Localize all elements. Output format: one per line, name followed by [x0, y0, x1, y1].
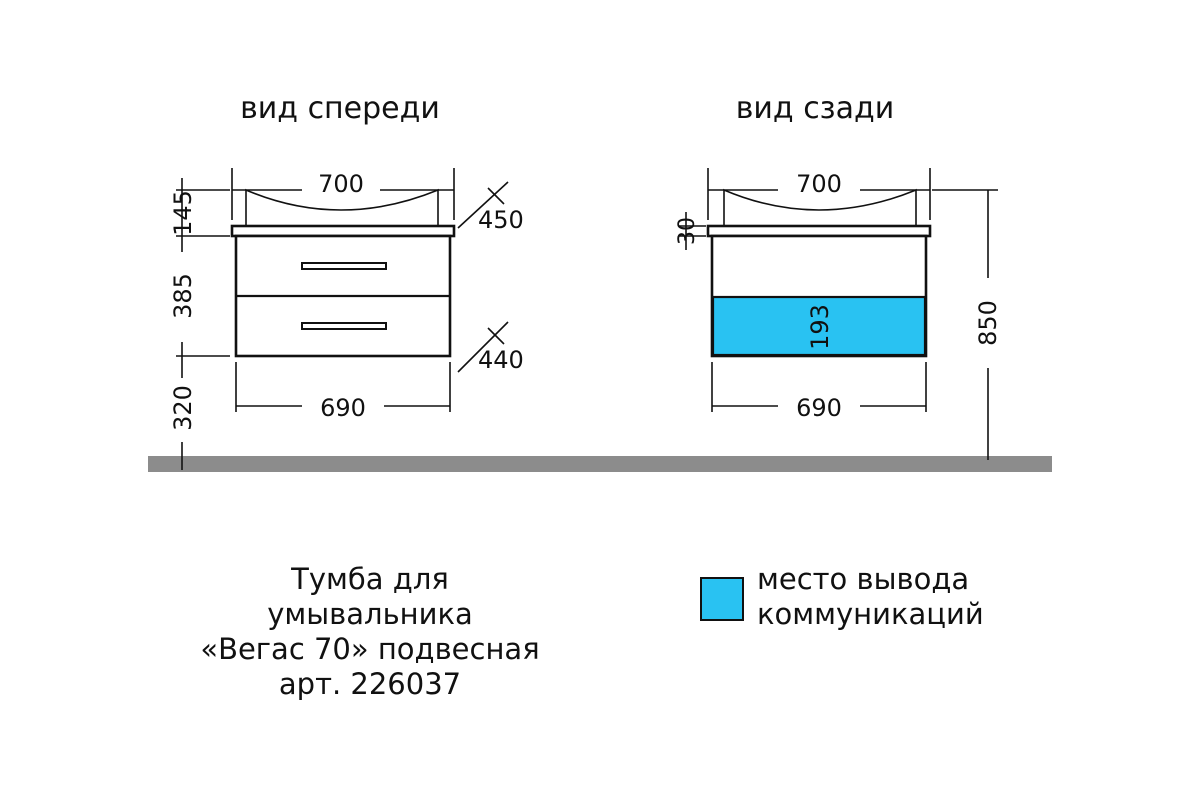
back-total-height-label: 850: [974, 300, 1002, 346]
back-countertop: [706, 224, 932, 238]
back-width-top-label: 700: [796, 170, 842, 198]
back-view-title: вид сзади: [736, 91, 895, 126]
communication-zone: [711, 295, 927, 357]
product-article: арт. 226037: [278, 667, 462, 701]
product-description: Тумба для умывальника «Вегас 70» подвесн…: [160, 562, 580, 702]
front-view-title: вид спереди: [240, 91, 440, 126]
label-mask: [170, 252, 194, 342]
legend-swatch: [700, 577, 744, 621]
label-mask: [170, 378, 194, 442]
legend-line: коммуникаций: [757, 597, 984, 631]
front-view: 700 690 450 440 145 385 320: [169, 168, 524, 470]
depth-tick: [487, 327, 505, 345]
product-line: «Вегас 70» подвесная: [200, 632, 540, 666]
back-width-bottom-label: 690: [796, 394, 842, 422]
product-line: Тумба для: [291, 562, 449, 596]
drawer-handle-upper: [301, 262, 387, 270]
front-depth-top-label: 450: [478, 206, 524, 234]
front-body-height-label: 385: [169, 273, 197, 319]
depth-leader: [457, 181, 509, 229]
legend-line: место вывода: [757, 562, 970, 596]
back-top-thickness-label: 30: [675, 217, 700, 245]
front-floor-height-label: 320: [169, 385, 197, 431]
drawer-handle-lower: [301, 322, 387, 330]
front-sink-height-label: 145: [169, 190, 197, 236]
back-zone-height-label: 193: [806, 304, 834, 350]
front-width-bottom-label: 690: [320, 394, 366, 422]
depth-leader: [457, 321, 509, 373]
legend-text: место вывода коммуникаций: [757, 562, 984, 632]
depth-tick: [487, 187, 505, 205]
floor-line: [148, 456, 1052, 472]
front-countertop: [230, 224, 456, 238]
back-view: 193 700 690 30 850: [675, 168, 1002, 460]
product-line: умывальника: [267, 597, 473, 631]
front-depth-bottom-label: 440: [478, 346, 524, 374]
front-width-top-label: 700: [318, 170, 364, 198]
